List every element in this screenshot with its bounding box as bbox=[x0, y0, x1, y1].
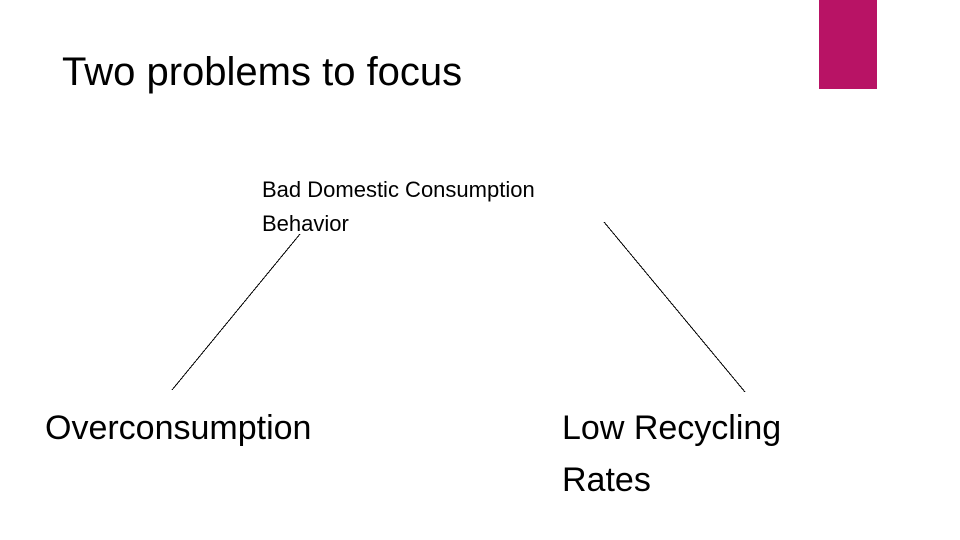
decorative-accent-bar bbox=[819, 0, 877, 89]
diagram-node-low-recycling-rates-line-2: Rates bbox=[562, 461, 651, 499]
diagram-node-parent-line-2: Behavior bbox=[262, 211, 349, 236]
diagram-node-overconsumption: Overconsumption bbox=[45, 402, 445, 454]
connector-line-to-low-recycling-rates bbox=[603, 221, 746, 393]
diagram-node-low-recycling-rates: Low Recycling Rates bbox=[562, 402, 892, 506]
page-title: Two problems to focus bbox=[62, 50, 463, 94]
diagram-node-parent: Bad Domestic Consumption Behavior bbox=[262, 173, 632, 241]
diagram-node-overconsumption-line-1: Overconsumption bbox=[45, 409, 312, 447]
diagram-node-parent-line-1: Bad Domestic Consumption bbox=[262, 177, 535, 202]
diagram-node-low-recycling-rates-line-1: Low Recycling bbox=[562, 409, 782, 447]
connector-line-to-overconsumption bbox=[171, 233, 301, 391]
